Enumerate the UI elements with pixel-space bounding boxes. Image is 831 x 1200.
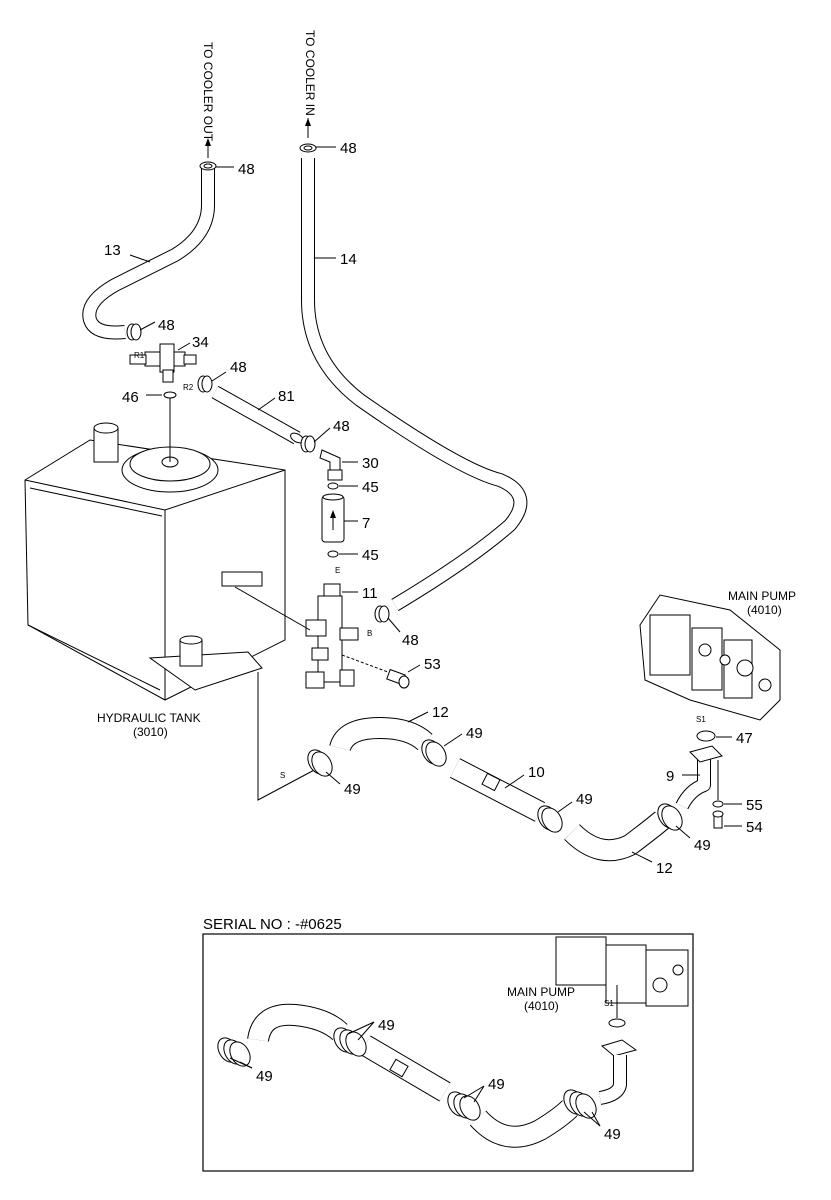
clamp-49-pump [657,803,683,831]
hydraulic-tank [24,422,286,701]
o-ring-45 [327,482,339,490]
svg-text:TO COOLER IN: TO COOLER IN [303,30,317,116]
tee-fitting-34 [129,343,197,383]
callout-12: 12 [656,860,673,877]
callout-53: 53 [424,656,441,673]
hose-12-upper [329,717,433,752]
inset-callout-49: 49 [488,1076,505,1093]
inset-flange-pipe [598,1039,638,1105]
main-pump-code: (4010) [747,603,782,617]
o-ring-47 [696,730,716,742]
callout-81: 81 [278,388,295,405]
inset-frame [202,933,694,1172]
hose-12-lower [564,811,670,862]
hydraulic-tank-code: (3010) [133,725,168,739]
hydraulic-tank-label: HYDRAULIC TANK [97,711,201,725]
to-cooler-in-label: TO COOLER IN [303,30,317,138]
callout-7: 7 [362,515,370,532]
callout-48: 48 [333,418,350,435]
inset-clamp-d [563,1089,597,1119]
callout-45: 45 [362,479,379,496]
svg-text:TO COOLER OUT: TO COOLER OUT [201,42,215,142]
o-ring-46 [163,391,177,399]
port-s: S [280,771,285,780]
main-pump-label: MAIN PUMP [728,589,796,603]
bolt-54 [712,810,724,829]
serial-number-label: SERIAL NO : -#0625 [203,916,342,933]
clamp-49-left [307,749,333,777]
main-pump [639,594,781,721]
hose-14 [301,158,528,612]
clamp-48-top-left [199,161,217,171]
to-cooler-out-label: TO COOLER OUT [201,42,215,158]
callout-11: 11 [362,585,378,602]
check-valve-7 [321,493,345,543]
elbow-30 [319,449,343,481]
callout-46: 46 [122,389,139,406]
callout-45: 45 [362,547,379,564]
callout-47: 47 [736,730,753,747]
clamp-48-hose81 [300,435,316,453]
inset-port-s1: S1 [604,999,614,1008]
callout-34: 34 [192,334,209,351]
inset-clamp-b [333,1027,367,1057]
callout-49: 49 [466,725,483,742]
bolt-53 [341,654,410,689]
callout-49: 49 [344,781,361,798]
callout-49: 49 [694,837,711,854]
clamp-49-right [537,805,563,833]
suction-leader-s [257,672,319,801]
o-ring-45 [327,550,339,558]
callout-54: 54 [746,819,763,836]
callout-55: 55 [746,797,763,814]
callout-48: 48 [402,632,419,649]
callout-48: 48 [238,161,255,178]
leader-tank-to-block [234,586,311,631]
port-r2: R2 [183,383,194,392]
port-e: E [335,566,340,575]
callout-9: 9 [666,768,674,785]
callout-49: 49 [576,791,593,808]
inset-callout-49: 49 [604,1126,621,1143]
port-b: B [367,629,372,638]
callout-10: 10 [528,764,545,781]
callout-48: 48 [230,359,247,376]
clamp-48-r2 [197,375,213,393]
callout-30: 30 [362,455,379,472]
inset-main-pump-code: (4010) [524,999,559,1013]
inset-o-ring [608,1018,626,1028]
callout-48: 48 [158,317,175,334]
washer-55 [712,800,724,808]
inset-hose-upper [247,1003,348,1043]
clamp-49-mid [421,739,447,767]
flange-pipe-9 [675,745,723,810]
inset-callout-49: 49 [256,1068,273,1085]
inset-clamp-c [447,1091,481,1121]
port-r1: R1 [134,351,145,360]
inset-callout-49: 49 [378,1017,395,1034]
port-s1: S1 [696,715,706,724]
inset-clamp-a [217,1037,251,1067]
hose-13 [82,168,215,340]
callout-12: 12 [432,704,449,721]
callout-14: 14 [340,251,357,268]
inset-main-pump [555,936,689,1018]
block-fitting-11 [305,583,359,689]
inset-pipe [359,1035,451,1102]
callout-13: 13 [104,242,121,259]
clamp-48-r1 [126,323,142,341]
inset-main-pump-label: MAIN PUMP [507,985,575,999]
clamp-48-b [374,605,390,623]
clamp-48-top-right [299,143,317,153]
callout-48: 48 [340,140,357,157]
inset-hose-lower [469,1100,578,1148]
pipe-10 [449,758,546,822]
